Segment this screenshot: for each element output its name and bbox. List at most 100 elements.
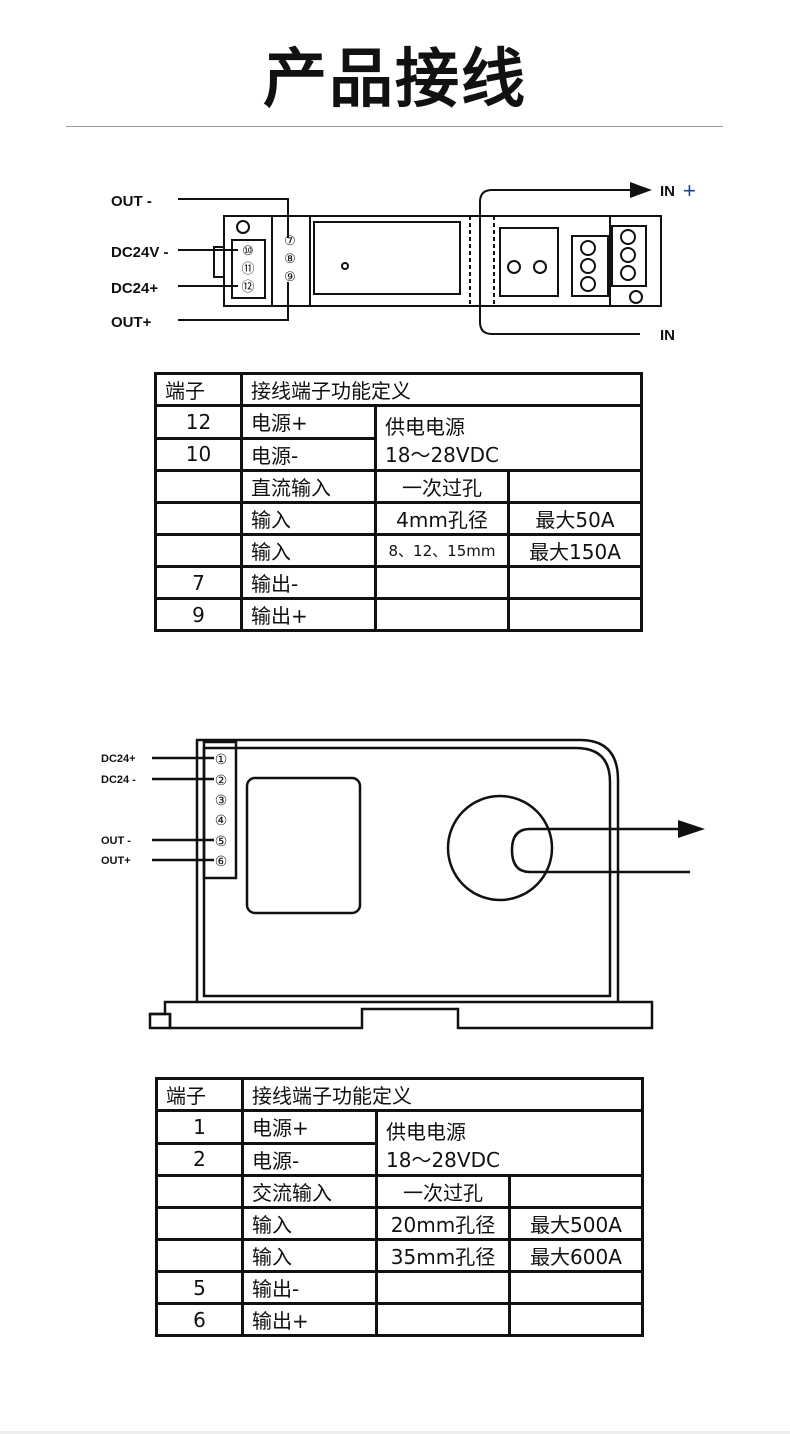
din-right-terminal-a (571, 235, 609, 297)
cell-function: 直流输入 (240, 469, 377, 504)
cell-function: 输入 (240, 533, 377, 568)
cell-terminal: 10 (154, 436, 243, 472)
din-right-block (609, 215, 662, 307)
cell-detail (375, 1270, 511, 1305)
header-function: 接线端子功能定义 (240, 372, 643, 407)
label-dc24-plus: DC24+ (111, 280, 158, 297)
cell-function: 输入 (241, 1238, 378, 1273)
cell-terminal: 7 (154, 565, 243, 600)
table-row: 10 电源- (154, 436, 642, 472)
cell-detail: 一次过孔 (374, 469, 510, 504)
terminal-table-1: 端子 接线端子功能定义 12 电源+ 供电电源 18～28VDC 10 电源- … (154, 372, 643, 632)
header-function: 接线端子功能定义 (241, 1077, 644, 1112)
cell-detail (374, 597, 510, 632)
terminal-2: ② (215, 772, 228, 788)
din-mid-terminal-block (271, 215, 311, 307)
cell-terminal: 9 (154, 597, 243, 632)
table-row: 输入 8、12、15mm 最大150A (154, 533, 643, 568)
wiring-diagram-din: ⑩ ⑪ ⑫ ⑦ ⑧ ⑨ OUT - DC24V - DC24+ OUT+ IN … (111, 178, 696, 344)
table-row: 6 输出+ (155, 1302, 644, 1337)
label-dc24v-minus: DC24V - (111, 244, 169, 261)
cell-detail: 4mm孔径 (374, 501, 510, 536)
cell-function: 输出- (241, 1270, 378, 1305)
arrow-conductor (678, 820, 705, 838)
wiring-diagram-panel: ① ② ③ ④ ⑤ ⑥ DC24+ DC24 - OUT - OUT+ (101, 738, 705, 1030)
panel-through-hole (446, 794, 554, 902)
panel-housing-outer (195, 738, 620, 1002)
cell-rating: 最大50A (507, 501, 643, 536)
terminal-3: ③ (215, 792, 228, 808)
terminal-9: ⑨ (284, 269, 296, 284)
cell-terminal (154, 533, 243, 568)
arrow-in-plus (630, 182, 652, 198)
panel-housing-inner (202, 746, 612, 998)
terminal-strip (202, 740, 238, 880)
wire-out-minus (178, 198, 289, 238)
table-row: 12 电源+ 供电电源 18～28VDC (154, 404, 643, 472)
label-out-minus: OUT - (101, 835, 131, 847)
cell-terminal: 2 (155, 1141, 244, 1177)
label-out-minus: OUT - (111, 193, 152, 210)
supply-voltage: 18～28VDC (386, 1148, 500, 1172)
label-dc24-minus: DC24 - (101, 774, 136, 786)
label-dc24-plus: DC24+ (101, 753, 136, 765)
cell-function: 输入 (240, 501, 377, 536)
table-row: 输入 4mm孔径 最大50A (154, 501, 643, 536)
cell-function: 输出+ (241, 1302, 378, 1337)
din-right-terminal-b (611, 225, 647, 287)
table-row: 7 输出- (154, 565, 643, 600)
terminal-6: ⑥ (215, 853, 228, 869)
header-terminal: 端子 (155, 1077, 244, 1112)
header-terminal: 端子 (154, 372, 243, 407)
cell-rating: 最大150A (507, 533, 643, 568)
table-row: 输入 20mm孔径 最大500A (155, 1206, 644, 1241)
table-header: 端子 接线端子功能定义 (154, 372, 643, 407)
table-row: 交流输入 一次过孔 (155, 1174, 644, 1209)
cell-function: 输出+ (240, 597, 377, 632)
terminal-10: ⑩ (242, 243, 254, 258)
cell-function: 输入 (241, 1206, 378, 1241)
cell-terminal: 6 (155, 1302, 244, 1337)
cell-supply: 供电电源 18～28VDC (375, 1109, 644, 1177)
bottom-divider (0, 1431, 790, 1434)
cell-function: 电源+ (240, 404, 377, 440)
cell-detail (375, 1302, 511, 1337)
cell-supply: 供电电源 18～28VDC (374, 404, 643, 472)
cell-terminal (155, 1174, 244, 1209)
cell-rating (508, 1302, 644, 1337)
cell-rating (507, 565, 643, 600)
terminal-4: ④ (215, 812, 228, 828)
terminal-11: ⑪ (241, 261, 254, 276)
cell-detail: 35mm孔径 (375, 1238, 511, 1273)
table-row: 直流输入 一次过孔 (154, 469, 643, 504)
cell-terminal: 1 (155, 1109, 244, 1145)
page-title: 产品接线 (263, 43, 527, 117)
wire-out-plus (178, 282, 289, 321)
cell-terminal (155, 1238, 244, 1273)
terminal-8: ⑧ (284, 251, 296, 266)
plus-mark: + (683, 178, 696, 203)
table-row: 5 输出- (155, 1270, 644, 1305)
cell-detail (374, 565, 510, 600)
supply-label: 供电电源 (386, 1120, 466, 1144)
din-hole-panel (499, 227, 559, 297)
table-row: 9 输出+ (154, 597, 643, 632)
primary-conductor (510, 827, 690, 874)
cell-function: 输出- (240, 565, 377, 600)
cell-terminal: 12 (154, 404, 243, 440)
cell-function: 交流输入 (241, 1174, 378, 1209)
table-row: 1 电源+ 供电电源 18～28VDC (155, 1109, 644, 1177)
table-row: 2 电源- (155, 1141, 643, 1177)
cell-rating: 最大600A (508, 1238, 644, 1273)
cell-rating: 最大500A (508, 1206, 644, 1241)
terminal-5: ⑤ (215, 833, 228, 849)
title-divider (66, 126, 723, 127)
terminal-1: ① (215, 751, 228, 767)
supply-label: 供电电源 (385, 415, 465, 439)
cell-function: 电源- (241, 1141, 378, 1177)
panel-window (245, 776, 362, 915)
primary-conductor-in-plus (479, 189, 640, 335)
cell-function: 电源- (240, 436, 377, 472)
cell-terminal (155, 1206, 244, 1241)
din-window (313, 221, 461, 295)
